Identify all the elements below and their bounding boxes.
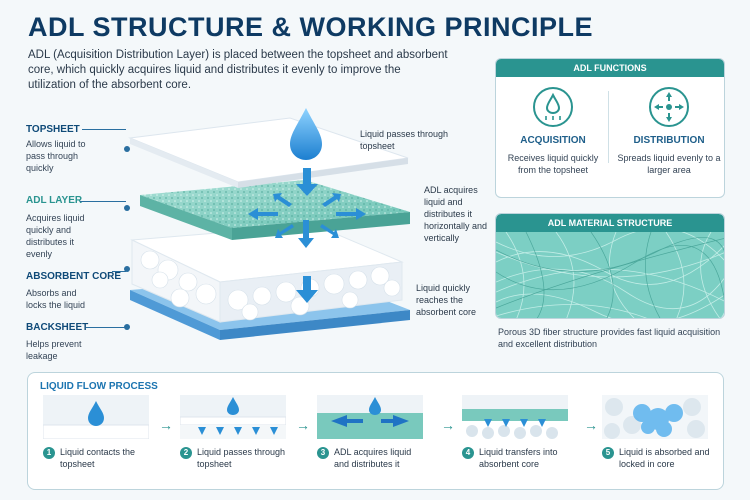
topsheet-layer [128, 117, 409, 188]
layer-name: ADL LAYER [26, 195, 83, 206]
page-title: ADL STRUCTURE & WORKING PRINCIPLE [28, 12, 594, 42]
layer-label-topsheet: TOPSHEET Allows liquid to pass through q… [26, 124, 126, 174]
material-caption: Porous 3D fiber structure provides fast … [498, 327, 721, 349]
arrow-right-icon: → [159, 417, 173, 433]
layer-label-adl: ADL LAYER Acquires liquid quickly and di… [26, 195, 126, 260]
flow-step-3: 3 ADL acquires liquid and distributes it [317, 395, 425, 470]
droplet-arrows-icon [533, 87, 573, 127]
note-passes: Liquid passes through topsheet [360, 129, 449, 151]
step-text: Liquid passes through topsheet [197, 447, 286, 469]
layer-name: TOPSHEET [26, 124, 80, 135]
step-illustration [43, 395, 149, 439]
step-illustration [180, 395, 286, 439]
layer-name: BACKSHEET [26, 322, 89, 333]
flow-title: LIQUID FLOW PROCESS [40, 381, 158, 392]
layer-desc: Acquires liquid quickly and distributes … [26, 213, 85, 259]
flow-process-panel: LIQUID FLOW PROCESS 1 Liquid contacts the… [27, 372, 724, 490]
intro-text: ADL (Acquisition Distribution Layer) is … [28, 49, 448, 91]
arrow-right-icon: → [296, 417, 310, 433]
leader-line [86, 327, 126, 328]
step-illustration [462, 395, 568, 439]
function-title: ACQUISITION [520, 135, 586, 146]
flow-step-1: 1 Liquid contacts the topsheet [43, 395, 151, 470]
step-text: Liquid contacts the topsheet [60, 447, 136, 469]
fiber-structure-image [496, 232, 724, 318]
note-adl: ADL acquires liquid and distributes it h… [424, 185, 488, 243]
layer-desc: Allows liquid to pass through quickly [26, 139, 86, 173]
step-text: ADL acquires liquid and distributes it [334, 447, 412, 469]
spread-arrows-icon [649, 87, 689, 127]
flow-step-2: 2 Liquid passes through topsheet [180, 395, 288, 470]
leader-dot [124, 324, 130, 330]
function-desc: Receives liquid quickly from the topshee… [507, 153, 599, 175]
layer-desc: Absorbs and locks the liquid [26, 288, 86, 310]
step-illustration [602, 395, 708, 439]
leader-dot [124, 205, 130, 211]
functions-header: ADL FUNCTIONS [496, 59, 724, 77]
step-text: Liquid transfers into absorbent core [479, 447, 558, 469]
layer-desc: Helps prevent leakage [26, 339, 82, 361]
layer-stack-illustration [128, 108, 410, 340]
leader-dot [124, 146, 130, 152]
layer-label-backsheet: BACKSHEET Helps prevent leakage [26, 322, 126, 362]
step-illustration [317, 395, 423, 439]
material-header: ADL MATERIAL STRUCTURE [496, 214, 724, 232]
leader-line [112, 271, 126, 272]
function-distribution: DISTRIBUTION Spreads liquid evenly to a … [614, 87, 724, 176]
function-title: DISTRIBUTION [633, 135, 705, 146]
step-number: 5 [602, 447, 614, 459]
step-number: 4 [462, 447, 474, 459]
note-reaches: Liquid quickly reaches the absorbent cor… [416, 283, 477, 317]
flow-step-5: 5 Liquid is absorbed and locked in core [602, 395, 710, 470]
leader-line [80, 201, 126, 202]
layer-label-core: ABSORBENT CORE Absorbs and locks the liq… [26, 271, 126, 311]
step-number: 1 [43, 447, 55, 459]
adl-layer [140, 180, 410, 240]
arrow-right-icon: → [584, 417, 598, 433]
arrow-right-icon: → [441, 417, 455, 433]
functions-panel: ADL FUNCTIONS ACQUISITION Receives liqui… [495, 58, 725, 198]
layer-name: ABSORBENT CORE [26, 271, 122, 282]
function-acquisition: ACQUISITION Receives liquid quickly from… [498, 87, 608, 176]
divider [608, 91, 609, 163]
step-number: 2 [180, 447, 192, 459]
step-number: 3 [317, 447, 329, 459]
function-desc: Spreads liquid evenly to a larger area [617, 153, 721, 175]
water-drop-icon [290, 108, 322, 160]
flow-arrows [248, 168, 366, 303]
flow-step-4: 4 Liquid transfers into absorbent core [462, 395, 570, 470]
material-panel: ADL MATERIAL STRUCTURE [495, 213, 725, 319]
step-text: Liquid is absorbed and locked in core [619, 447, 710, 469]
leader-dot [124, 266, 130, 272]
leader-line [82, 129, 126, 130]
